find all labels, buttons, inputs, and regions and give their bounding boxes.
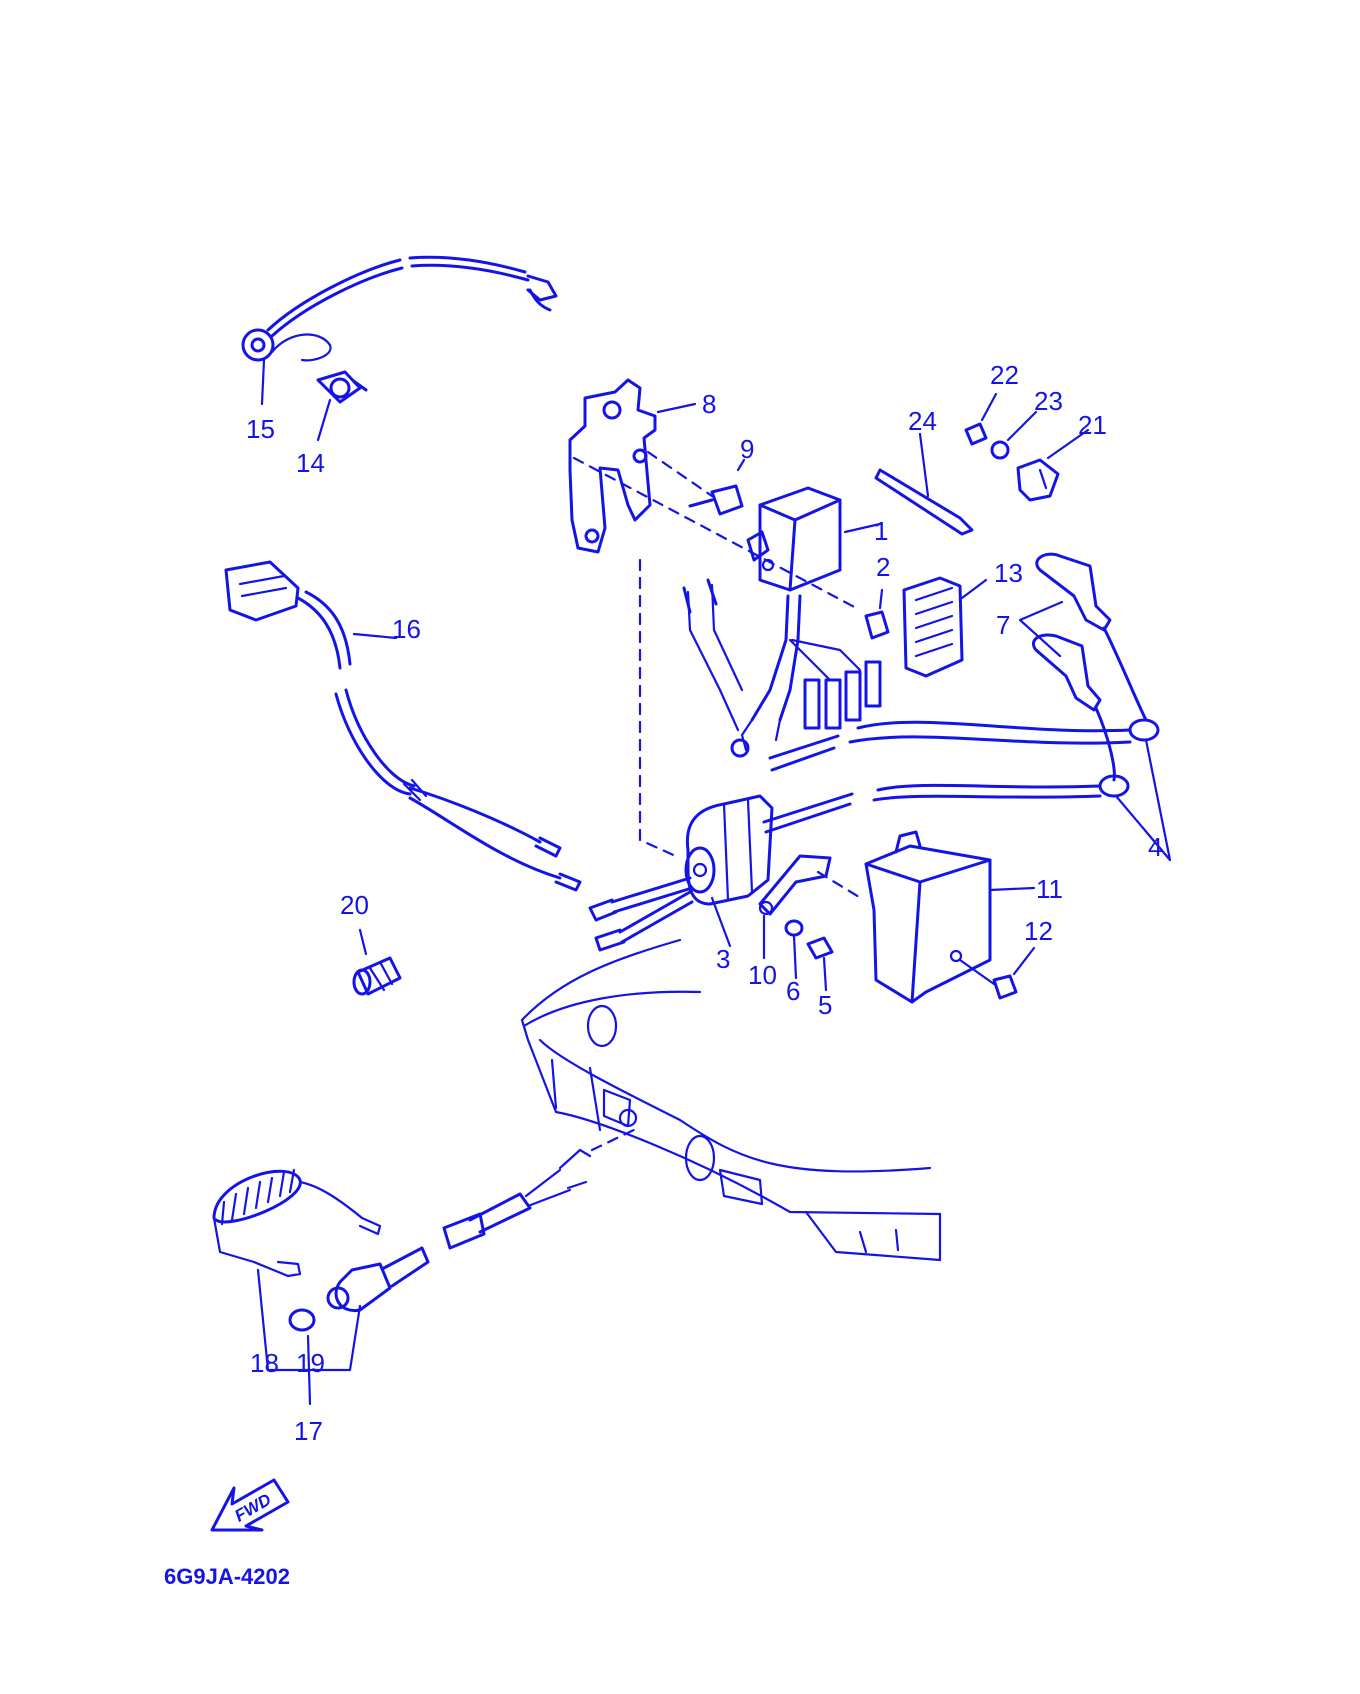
label-8: 8	[702, 389, 716, 419]
label-24: 24	[908, 406, 937, 436]
lanyard-part-18	[212, 1168, 382, 1278]
label-3: 3	[716, 944, 730, 974]
label-16: 16	[392, 614, 421, 644]
washer-part-23	[990, 440, 1010, 460]
label-15: 15	[246, 414, 275, 444]
washer-part-6	[784, 919, 804, 937]
label-6: 6	[786, 976, 800, 1006]
fwd-label: FWD	[231, 1490, 274, 1526]
label-4: 4	[1148, 832, 1162, 862]
screw-part-22	[964, 422, 988, 446]
fwd-arrow-icon	[210, 1478, 290, 1532]
label-12: 12	[1024, 916, 1053, 946]
lead-wire-part-16	[224, 560, 582, 892]
lead-wire-part-15	[241, 255, 558, 362]
stop-switch-part-17	[326, 1148, 592, 1313]
cover-part-11	[864, 830, 992, 1004]
label-19: 19	[296, 1348, 325, 1378]
label-11: 11	[1036, 874, 1063, 904]
grommet-part-20	[352, 956, 402, 996]
holder-part-10	[758, 854, 832, 916]
label-17: 17	[294, 1416, 323, 1446]
label-14: 14	[296, 448, 325, 478]
clamp-part-21	[1016, 458, 1060, 502]
cdi-unit-part-1	[746, 486, 882, 592]
label-23: 23	[1034, 386, 1063, 416]
bracket-part-8	[568, 378, 657, 554]
high-tension-cord-part-4	[762, 626, 1172, 862]
label-18: 18	[250, 1348, 279, 1378]
cdi-wiring	[682, 578, 882, 758]
screw-part-9	[688, 484, 744, 516]
screw-part-2	[864, 610, 890, 640]
label-21: 21	[1078, 410, 1107, 440]
screw-part-12	[958, 958, 1018, 1000]
ignition-coil-part-3	[588, 794, 774, 952]
bottom-cowling	[520, 938, 942, 1262]
label-2: 2	[876, 552, 890, 582]
label-7: 7	[996, 610, 1010, 640]
label-1: 1	[874, 516, 888, 546]
label-22: 22	[990, 360, 1019, 390]
label-5: 5	[818, 990, 832, 1020]
label-10: 10	[748, 960, 777, 990]
label-13: 13	[994, 558, 1023, 588]
cap-part-19	[288, 1308, 316, 1332]
drawing-code: 6G9JA-4202	[164, 1564, 290, 1589]
label-9: 9	[740, 434, 754, 464]
screw-part-5	[806, 936, 834, 960]
terminal-block-part-13	[902, 576, 964, 678]
switch-part-14	[316, 370, 368, 404]
label-20: 20	[340, 890, 369, 920]
plug-cap-part-7	[1032, 552, 1112, 712]
cable-tie-part-24	[874, 468, 974, 536]
